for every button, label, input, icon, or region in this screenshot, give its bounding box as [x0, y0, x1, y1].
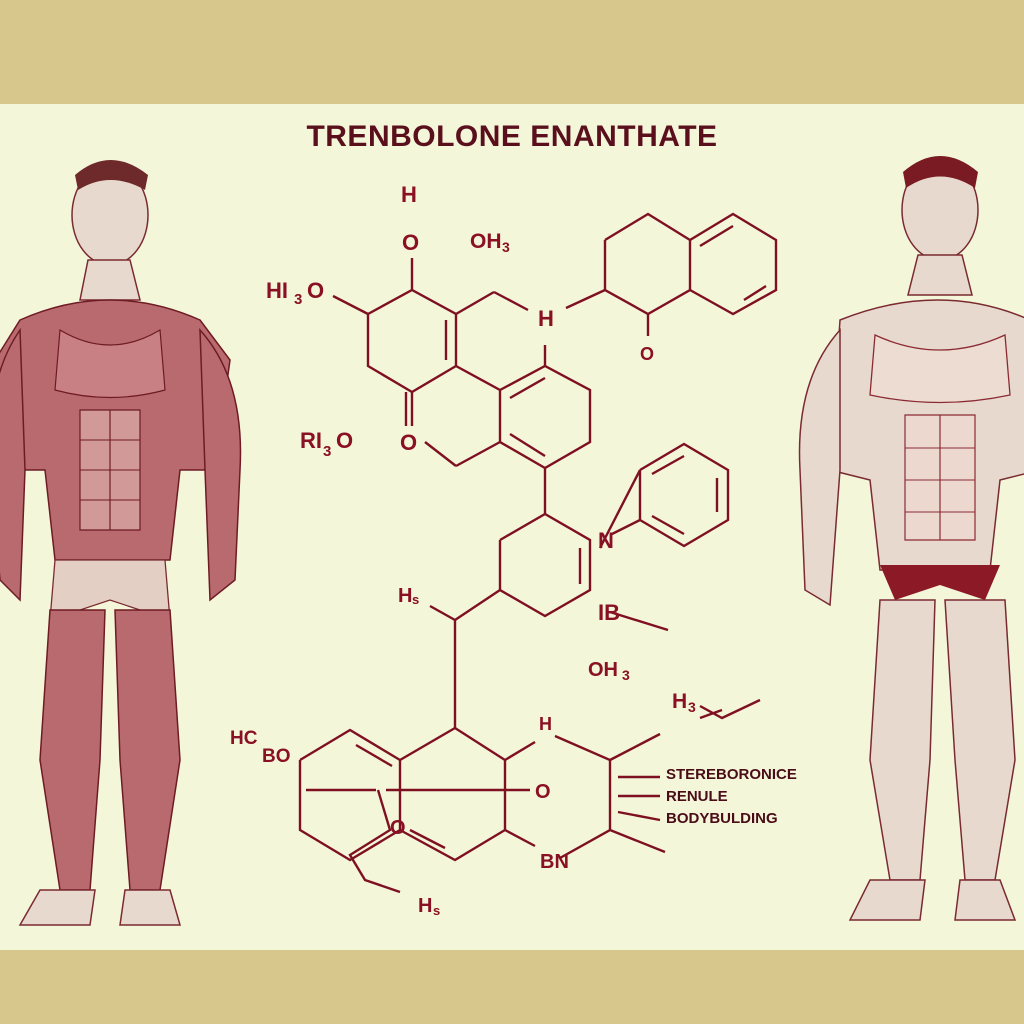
svg-text:H: H	[401, 182, 417, 207]
svg-text:H: H	[539, 714, 552, 734]
svg-text:O: O	[640, 344, 654, 364]
svg-text:3: 3	[622, 667, 630, 683]
svg-text:O: O	[336, 428, 353, 453]
svg-text:H: H	[672, 690, 687, 713]
structure-labels: H O OH 3 HI 3 O H O RI 3 O O N IB OH 3 H…	[230, 182, 696, 918]
bottom-band	[0, 950, 1024, 1024]
svg-text:OH: OH	[588, 659, 618, 681]
svg-text:s: s	[412, 592, 419, 607]
svg-text:3: 3	[323, 443, 331, 460]
svg-text:H: H	[418, 895, 432, 917]
svg-text:BO: BO	[262, 746, 291, 767]
svg-text:OH: OH	[470, 230, 502, 253]
svg-text:N: N	[598, 528, 614, 553]
svg-text:RI: RI	[300, 428, 322, 453]
svg-text:O: O	[402, 230, 419, 255]
annotation-labels: STEREBORONICE RENULE BODYBULDING	[666, 766, 797, 827]
svg-text:BN: BN	[540, 851, 569, 873]
svg-text:HI: HI	[266, 278, 288, 303]
svg-text:IB: IB	[598, 600, 620, 625]
left-muscular-figure	[0, 160, 242, 926]
annotation-1: STEREBORONICE	[666, 766, 797, 783]
annotation-2: RENULE	[666, 788, 728, 805]
svg-text:O: O	[535, 781, 551, 803]
svg-text:HC: HC	[230, 728, 258, 749]
annotation-3: BODYBULDING	[666, 810, 778, 827]
svg-text:H: H	[538, 306, 554, 331]
svg-text:O: O	[390, 817, 406, 839]
svg-text:H: H	[398, 585, 412, 607]
svg-text:O: O	[307, 278, 324, 303]
svg-text:O: O	[400, 430, 417, 455]
svg-text:3: 3	[294, 291, 302, 308]
svg-text:s: s	[433, 903, 440, 918]
structure-diagram	[298, 212, 778, 894]
diagram-title: TRENBOLONE ENANTHATE	[306, 120, 718, 153]
svg-text:3: 3	[502, 239, 510, 255]
right-muscular-figure	[798, 156, 1024, 921]
top-band	[0, 0, 1024, 104]
svg-text:3: 3	[688, 699, 696, 715]
